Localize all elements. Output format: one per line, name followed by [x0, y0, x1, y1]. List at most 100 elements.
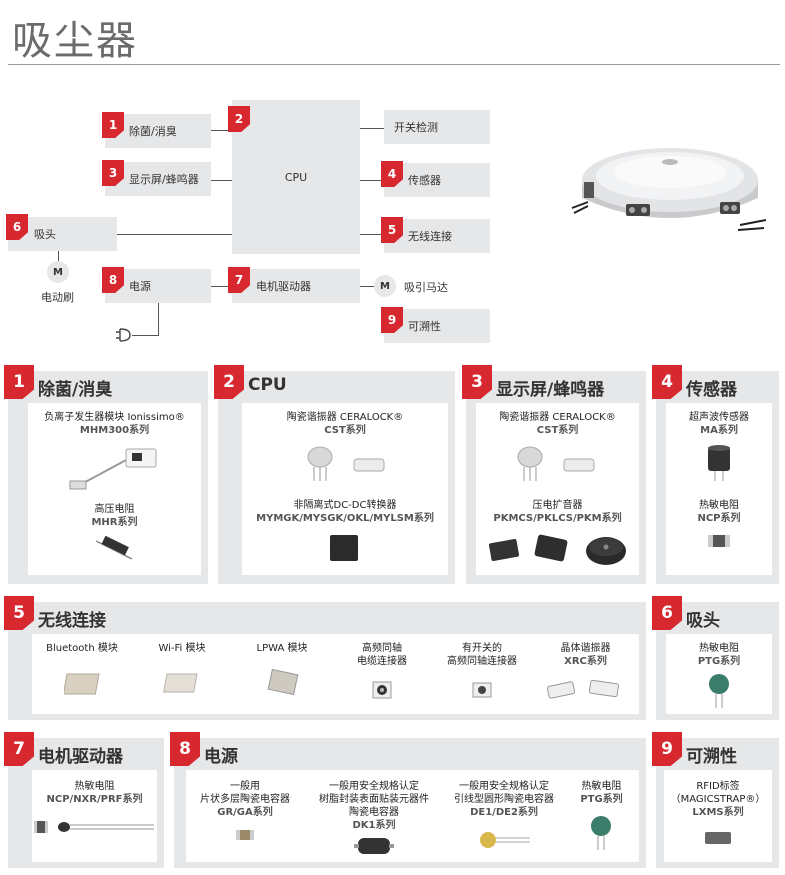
section-display: 3 显示屏/蜂鸣器 陶瓷谐振器 CERALOCK® CST系列 压电扩音器 PK… [462, 365, 646, 584]
wifi-module-image [163, 673, 198, 693]
product-crystal-resonator[interactable]: 晶体谐振器 XRC系列 [532, 642, 639, 668]
product-ptc-thermistor[interactable]: 热敏电阻 PTG系列 [666, 642, 772, 668]
badge-6: 6 [6, 214, 28, 240]
title-divider [8, 64, 780, 65]
product-lpwa-module[interactable]: LPWA 模块 [232, 642, 332, 655]
product-wifi-module[interactable]: Wi-Fi 模块 [132, 642, 232, 655]
block-label: 可溯性 [408, 320, 441, 333]
product-switch-connector[interactable]: 有开关的 高频同轴连接器 [432, 642, 532, 668]
section-panel: 超声波传感器 MA系列 热敏电阻 NCP系列 [666, 403, 772, 575]
product-series: MHR系列 [91, 517, 138, 528]
section-cpu: 2 CPU 陶瓷谐振器 CERALOCK® CST系列 非隔离式DC-DC转换器… [214, 365, 455, 584]
connector-line [360, 180, 384, 181]
product-bluetooth-module[interactable]: Bluetooth 模块 [32, 642, 132, 655]
product-ceralock[interactable]: 陶瓷谐振器 CERALOCK® CST系列 [242, 411, 448, 437]
product-name: 一般用 [230, 781, 260, 792]
disc-capacitor-image [480, 832, 530, 848]
product-series: PKMCS/PKLCS/PKM系列 [493, 513, 622, 524]
block-label: 除菌/消臭 [129, 125, 177, 138]
product-ntc-thermistor[interactable]: 热敏电阻 NCP系列 [666, 499, 772, 525]
product-piezo-sounder[interactable]: 压电扩音器 PKMCS/PKLCS/PKM系列 [476, 499, 639, 525]
product-name: 片状多层陶瓷电容器 [200, 794, 290, 805]
product-name: Wi-Fi 模块 [158, 643, 206, 654]
product-series: MA系列 [700, 425, 738, 436]
section-motor-driver: 7 电机驱动器 热敏电阻 NCP/NXR/PRF系列 [4, 732, 164, 868]
block-sterilize: 除菌/消臭 [105, 114, 211, 148]
section-title: 无线连接 [38, 611, 106, 631]
cpu-block: CPU [232, 100, 360, 254]
section-badge: 7 [4, 732, 34, 766]
product-series: XRC系列 [564, 656, 607, 667]
block-label: 电源 [129, 280, 151, 293]
product-name: 超声波传感器 [689, 412, 749, 423]
product-ptc-thermistor[interactable]: 热敏电阻 PTG系列 [564, 780, 639, 806]
section-traceability: 9 可溯性 RFID标签 （MAGICSTRAP®） LXMS系列 [652, 732, 779, 868]
product-name: Bluetooth 模块 [46, 643, 118, 654]
section-badge: 9 [652, 732, 682, 766]
section-title: 除菌/消臭 [38, 380, 113, 400]
product-name: 陶瓷谐振器 CERALOCK® [286, 412, 404, 423]
connector-line [132, 335, 159, 336]
product-series: NCP/NXR/PRF系列 [46, 794, 143, 805]
product-name: 晶体谐振器 [560, 643, 611, 654]
section-badge: 8 [170, 732, 200, 766]
badge-2: 2 [228, 106, 250, 132]
product-name: 陶瓷谐振器 CERALOCK® [499, 412, 616, 423]
block-label: 无线连接 [408, 230, 452, 243]
section-title: 吸头 [686, 611, 720, 631]
section-nozzle: 6 吸头 热敏电阻 PTG系列 [652, 596, 779, 720]
block-motor-driver: 电机驱动器 [232, 269, 360, 303]
product-name: （MAGICSTRAP®） [670, 794, 766, 805]
product-name: 非隔离式DC-DC转换器 [293, 500, 397, 511]
thermistor-lead-image [34, 821, 154, 833]
section-title: CPU [248, 375, 287, 395]
product-coaxial-connector[interactable]: 高频同轴 电缆连接器 [332, 642, 432, 668]
connector-line [360, 286, 374, 287]
section-title: 传感器 [686, 380, 737, 400]
section-title: 显示屏/蜂鸣器 [496, 380, 605, 400]
section-power: 8 电源 一般用 片状多层陶瓷电容器 GR/GA系列 一般用安全规格认定 树脂封… [170, 732, 646, 868]
section-panel: 陶瓷谐振器 CERALOCK® CST系列 非隔离式DC-DC转换器 MYMGK… [242, 403, 448, 575]
product-rfid-tag[interactable]: RFID标签 （MAGICSTRAP®） LXMS系列 [664, 780, 772, 819]
product-series: PTG系列 [697, 656, 741, 667]
product-ultrasonic-sensor[interactable]: 超声波传感器 MA系列 [666, 411, 772, 437]
section-title: 可溯性 [686, 747, 737, 767]
product-series: LXMS系列 [692, 807, 744, 818]
resistor-image [95, 535, 133, 560]
product-dk1-capacitor[interactable]: 一般用安全规格认定 树脂封装表面贴装元器件 陶瓷电容器 DK1系列 [304, 780, 444, 832]
section-panel: 负离子发生器模块 Ionissimo® MHM300系列 高压电阻 MHR系列 [28, 403, 201, 575]
suction-motor-label: 吸引马达 [404, 281, 448, 294]
product-high-voltage-resistor[interactable]: 高压电阻 MHR系列 [28, 503, 201, 529]
product-ntc-thermistor[interactable]: 热敏电阻 NCP/NXR/PRF系列 [32, 780, 157, 806]
ion-generator-image [69, 448, 157, 490]
block-label: 传感器 [408, 174, 441, 187]
brush-motor-label: 电动刷 [41, 291, 74, 304]
product-name: 高频同轴 [362, 643, 402, 654]
product-dcdc-converter[interactable]: 非隔离式DC-DC转换器 MYMGK/MYSGK/OKL/MYLSM系列 [242, 499, 448, 525]
badge-1: 1 [102, 112, 124, 138]
section-title: 电源 [204, 747, 238, 767]
cpu-label: CPU [284, 170, 308, 184]
product-name: 一般用安全规格认定 [459, 781, 549, 792]
product-ceralock[interactable]: 陶瓷谐振器 CERALOCK® CST系列 [476, 411, 639, 437]
rfid-tag-image [705, 832, 731, 844]
resonator-image [517, 446, 595, 481]
product-ionissimo[interactable]: 负离子发生器模块 Ionissimo® MHM300系列 [28, 411, 201, 437]
product-series: PTG系列 [580, 794, 623, 805]
suction-motor-icon: M [374, 275, 396, 297]
product-name: 有开关的 [462, 643, 502, 654]
product-name: 热敏电阻 [581, 781, 622, 792]
ptc-thermistor-image [709, 674, 729, 708]
section-badge: 2 [214, 365, 244, 399]
section-title: 电机驱动器 [38, 747, 123, 767]
product-disc-capacitor[interactable]: 一般用安全规格认定 引线型圆形陶瓷电容器 DE1/DE2系列 [444, 780, 564, 819]
product-name: 电缆连接器 [357, 656, 407, 667]
product-series: MYMGK/MYSGK/OKL/MYLSM系列 [256, 513, 434, 524]
product-series: DK1系列 [352, 820, 396, 831]
block-label: 显示屏/蜂鸣器 [129, 173, 199, 186]
mlcc-image [236, 830, 254, 840]
resonator-image [307, 446, 385, 481]
product-mlcc[interactable]: 一般用 片状多层陶瓷电容器 GR/GA系列 [186, 780, 304, 819]
product-series: NCP系列 [697, 513, 741, 524]
product-name: 负离子发生器模块 Ionissimo® [44, 412, 185, 423]
